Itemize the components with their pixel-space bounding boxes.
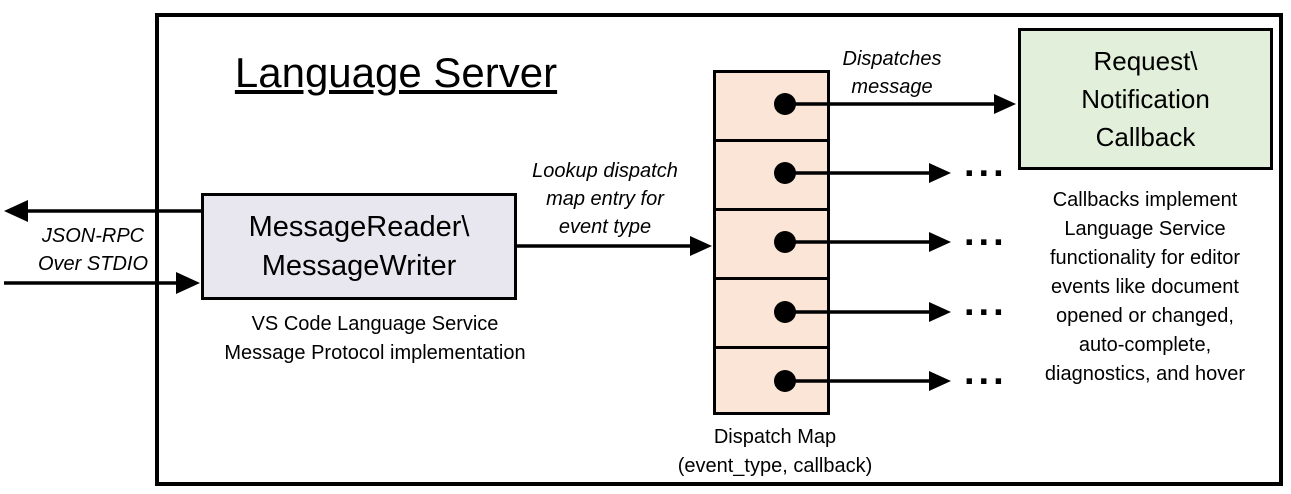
lookup-label: Lookup dispatch map entry for event type bbox=[515, 157, 695, 241]
dispatch-map-divider bbox=[716, 346, 827, 349]
json-rpc-label-line2: Over STDIO bbox=[37, 253, 148, 275]
dispatch-map-label-line2: (event_type, callback) bbox=[677, 455, 873, 477]
reader-caption-line1: VS Code Language Service bbox=[251, 313, 499, 335]
callbacks-note-line: diagnostics, and hover bbox=[1044, 363, 1246, 385]
reader-caption-line2: Message Protocol implementation bbox=[224, 342, 526, 364]
dispatch-map-divider bbox=[716, 208, 827, 211]
callbacks-note-line: opened or changed, bbox=[1056, 305, 1234, 327]
callbacks-note-line: functionality for editor bbox=[1049, 247, 1241, 269]
callbacks-note-line: Language Service bbox=[1064, 218, 1226, 240]
callbacks-note-line: Callbacks implement bbox=[1052, 189, 1238, 211]
callback-box: Request\ Notification Callback bbox=[1018, 28, 1273, 170]
dispatch-map-label-line1: Dispatch Map bbox=[713, 426, 837, 448]
reader-box-line2: MessageWriter bbox=[261, 249, 457, 282]
reader-caption: VS Code Language Service Message Protoco… bbox=[210, 310, 540, 368]
lookup-label-line2: map entry for bbox=[546, 188, 664, 210]
json-rpc-label: JSON-RPC Over STDIO bbox=[13, 222, 173, 278]
diagram-title: Language Server bbox=[234, 49, 558, 96]
lookup-label-line3: event type bbox=[558, 216, 652, 238]
dispatch-map-divider bbox=[716, 139, 827, 142]
reader-box-line1: MessageReader\ bbox=[248, 210, 470, 243]
dispatch-map-label: Dispatch Map (event_type, callback) bbox=[655, 423, 895, 481]
callback-box-line2: Notification bbox=[1081, 84, 1210, 114]
lookup-label-line1: Lookup dispatch bbox=[532, 160, 678, 182]
message-reader-writer-box: MessageReader\ MessageWriter bbox=[201, 193, 517, 300]
callbacks-note-line: events like document bbox=[1051, 276, 1239, 298]
dispatch-map-divider bbox=[716, 277, 827, 280]
dispatches-message-label: Dispatches message bbox=[811, 45, 973, 101]
json-rpc-label-line1: JSON-RPC bbox=[41, 225, 145, 247]
callbacks-note: Callbacks implement Language Service fun… bbox=[1010, 186, 1280, 389]
callbacks-note-line: auto-complete, bbox=[1078, 334, 1212, 356]
callback-box-line3: Callback bbox=[1095, 122, 1196, 152]
dispatches-message-line2: message bbox=[851, 76, 933, 98]
dispatch-map bbox=[713, 70, 830, 415]
dispatches-message-line1: Dispatches bbox=[842, 48, 942, 70]
callback-box-line1: Request\ bbox=[1093, 46, 1198, 76]
